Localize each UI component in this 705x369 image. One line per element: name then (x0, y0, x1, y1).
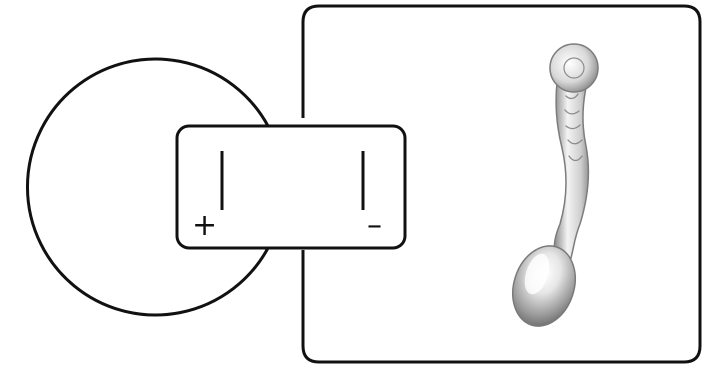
negative-label: – (367, 208, 382, 243)
positive-label: + (192, 208, 217, 243)
spoon-icon (503, 44, 598, 334)
spoon-finial (550, 44, 598, 92)
